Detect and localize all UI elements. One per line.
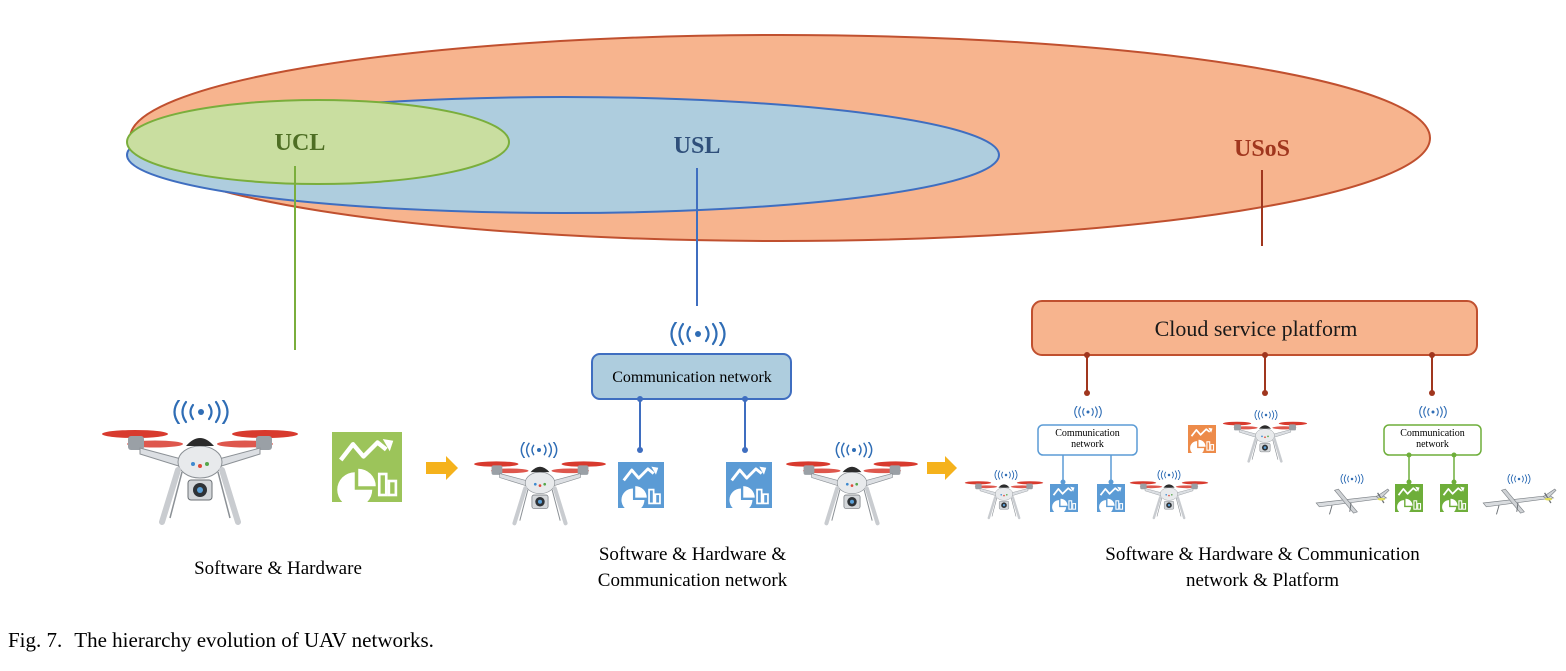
comm-network-box-small (1383, 424, 1482, 456)
arrow-icon (927, 456, 957, 480)
software-icon (1096, 484, 1126, 512)
software-icon (1049, 484, 1079, 512)
signal-icon (670, 322, 726, 346)
comm-network-box-small (1037, 424, 1138, 456)
software-icon (332, 432, 402, 507)
drone-icon (1222, 420, 1308, 463)
link-node (1429, 352, 1435, 358)
link-node (1262, 352, 1268, 358)
comm-network-small-label-2: Communication network (1400, 428, 1465, 450)
link-node (1451, 479, 1457, 485)
signal-icon (1254, 410, 1278, 420)
drone-icon (474, 461, 606, 523)
signal-icon (1340, 474, 1364, 484)
comm-network-label: Communication network (612, 369, 772, 386)
link-node (742, 447, 748, 453)
signal-icon (994, 470, 1018, 480)
drone-icon (963, 479, 1045, 520)
fixed-wing-uav-icon (1482, 488, 1557, 516)
stage3-caption-line1: Software & Hardware & Communication (1105, 544, 1420, 565)
figure-number: Fig. 7. (8, 628, 63, 652)
signal-icon (173, 400, 229, 424)
signal-icon (1507, 474, 1531, 484)
stage2-caption: Software & Hardware & Communication netw… (540, 542, 845, 594)
link-node (1084, 390, 1090, 396)
cloud-platform-label: Cloud service platform (1155, 316, 1358, 341)
drone-icon (102, 430, 298, 522)
figure-title: The hierarchy evolution of UAV networks. (74, 628, 434, 652)
link-node (1429, 390, 1435, 396)
link-node (1060, 479, 1066, 485)
figure-caption: Fig. 7. The hierarchy evolution of UAV ne… (8, 628, 446, 653)
ucl-ellipse (126, 99, 510, 185)
drone-icon (1128, 479, 1210, 520)
stage3-caption-line2: network & Platform (1185, 570, 1340, 591)
link-node (1084, 352, 1090, 358)
usos-label: USoS (1234, 136, 1290, 162)
link-node (637, 447, 643, 453)
software-icon (724, 462, 774, 508)
signal-icon (1074, 406, 1102, 418)
ucl-label: UCL (275, 130, 326, 156)
stage2-caption-line1: Software & Hardware & (598, 544, 787, 565)
stage1-caption: Software & Hardware (194, 558, 362, 579)
comm-network-box (591, 353, 792, 400)
software-icon (1394, 484, 1424, 512)
link-node (1262, 390, 1268, 396)
stage2-group (474, 322, 918, 523)
stage3-group (963, 300, 1557, 520)
link-node (1451, 452, 1457, 458)
drone-icon (786, 461, 918, 523)
signal-icon (520, 442, 558, 458)
stage3-caption: Software & Hardware & Communication netw… (1060, 542, 1465, 594)
cloud-platform-box (1031, 300, 1478, 356)
software-icon (1439, 484, 1469, 512)
link-node (637, 396, 643, 402)
arrow-icon (426, 456, 458, 480)
link-node (1406, 479, 1412, 485)
signal-icon (835, 442, 873, 458)
link-node (1406, 452, 1412, 458)
usl-label: USL (674, 133, 721, 159)
stage1-group (102, 400, 402, 522)
signal-icon (1419, 406, 1447, 418)
software-icon (616, 462, 666, 508)
comm-network-small-label-1: Communication network (1055, 428, 1120, 450)
signal-icon (1157, 470, 1181, 480)
link-node (742, 396, 748, 402)
fixed-wing-uav-icon (1315, 488, 1390, 516)
stage2-caption-line2: Communication network (597, 570, 788, 591)
link-node (1108, 479, 1114, 485)
software-icon (1187, 425, 1217, 453)
